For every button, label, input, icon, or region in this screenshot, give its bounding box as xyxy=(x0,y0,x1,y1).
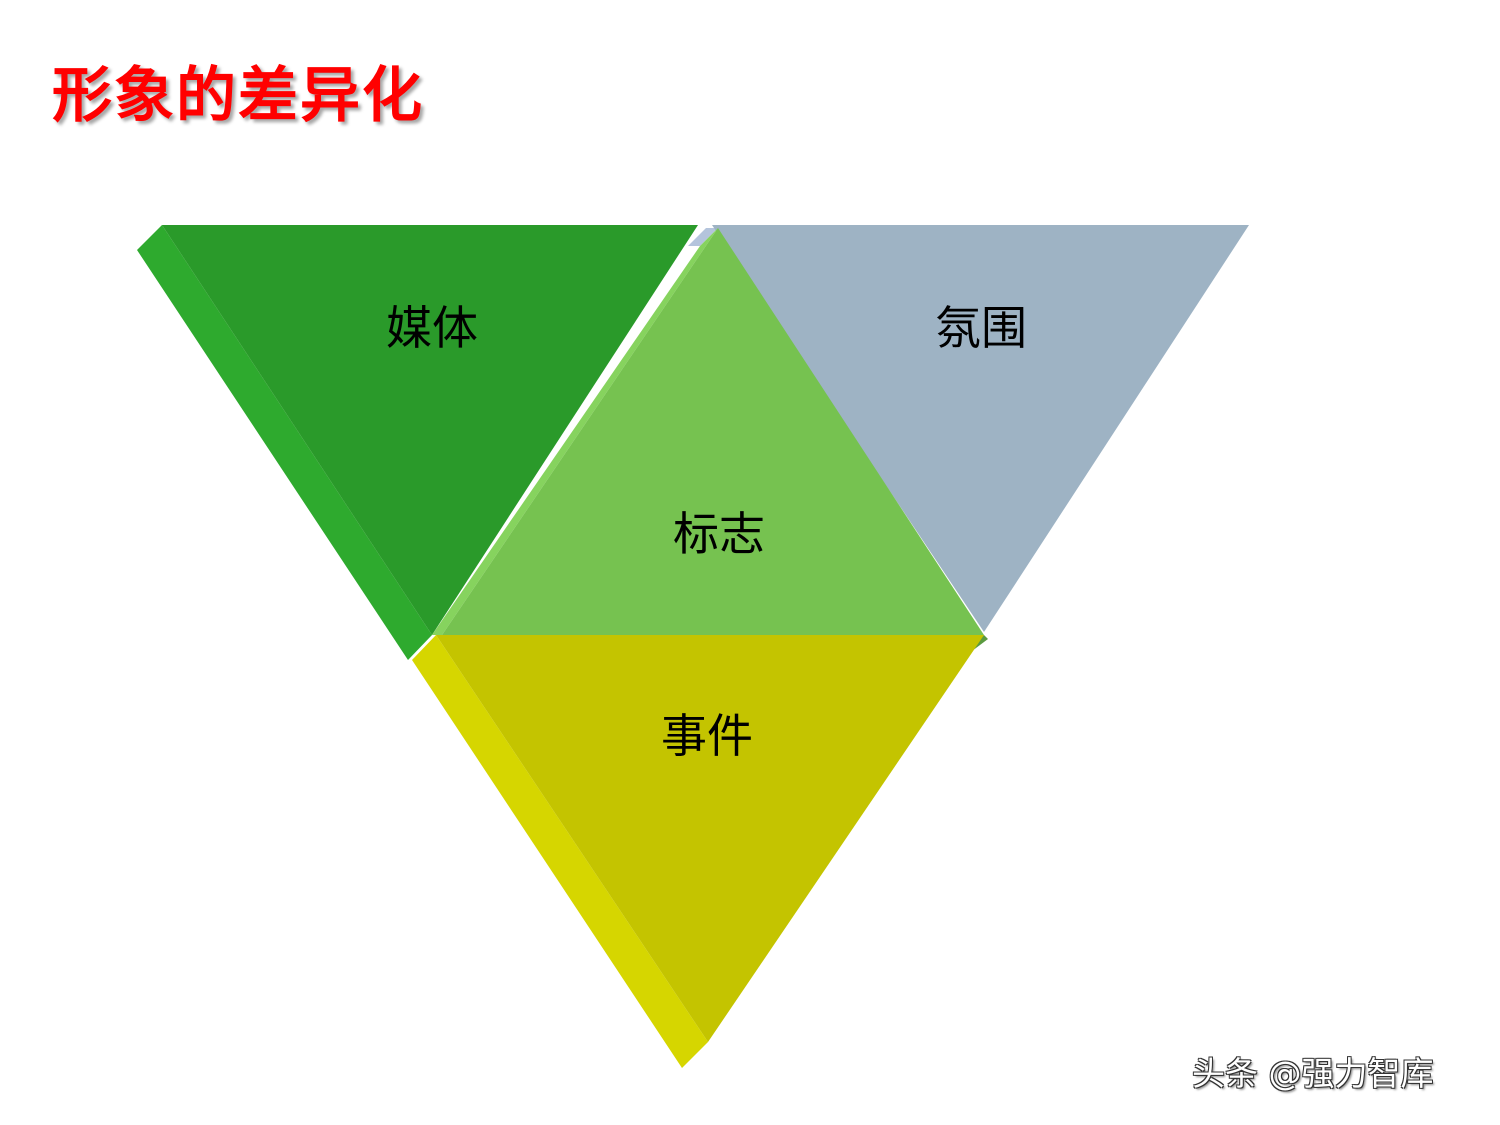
segment-atmosphere-shape xyxy=(688,225,1249,632)
media-bevel xyxy=(137,225,432,660)
logo-bevel xyxy=(432,228,718,635)
atmosphere-bevel xyxy=(688,228,718,246)
segment-label-logo: 标志 xyxy=(673,507,765,561)
segment-event-shape xyxy=(412,635,984,1068)
logo-face xyxy=(442,228,984,635)
segment-label-media: 媒体 xyxy=(386,301,478,355)
slide-title: 形象的差异化 xyxy=(52,61,424,131)
watermark: 头条 @强力智库 xyxy=(1192,1054,1434,1093)
segment-label-event: 事件 xyxy=(661,709,753,763)
event-face xyxy=(436,635,984,1042)
segment-label-atmosphere: 氛围 xyxy=(935,301,1027,355)
segment-media-shape xyxy=(137,225,698,660)
media-face xyxy=(162,225,698,635)
atmosphere-face xyxy=(712,225,1249,632)
event-bevel xyxy=(412,635,708,1068)
